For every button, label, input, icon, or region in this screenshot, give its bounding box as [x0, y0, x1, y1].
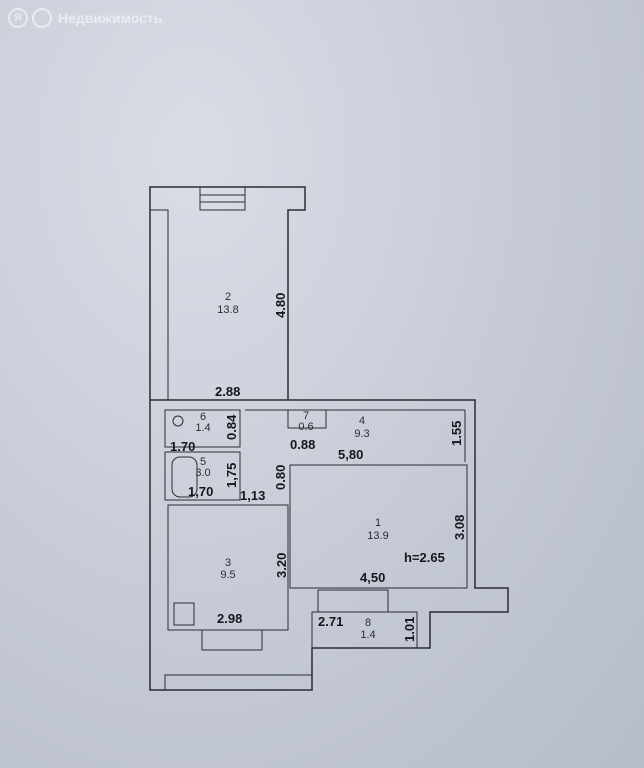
plan-label: 1 — [375, 517, 381, 529]
plan-line — [164, 674, 312, 690]
plan-label: 1,70 — [188, 484, 213, 499]
plan-label: 2.98 — [217, 611, 242, 626]
plan-label: 3.20 — [274, 553, 289, 578]
logo-circle-icon — [32, 8, 52, 28]
plan-label: 0.80 — [273, 465, 288, 490]
plan-label: 0.88 — [290, 437, 315, 452]
plan-label: 0.84 — [224, 414, 239, 440]
plan-line — [199, 186, 246, 211]
plan-label: 2 — [225, 291, 231, 303]
plan-line — [172, 415, 184, 427]
plan-label: 5 — [200, 456, 206, 468]
plan-line — [149, 399, 509, 691]
plan-label: 6 — [200, 411, 206, 423]
plan-line — [150, 209, 169, 400]
plan-line — [171, 456, 198, 498]
room-8: 81.4 — [360, 617, 375, 641]
walls — [149, 186, 509, 691]
plan-label: 9.5 — [220, 569, 235, 581]
plan-label: 7 — [303, 410, 309, 422]
watermark: Я Недвижимость — [8, 8, 162, 28]
plan-label: 13.8 — [217, 304, 238, 316]
plan-label: 1.4 — [195, 422, 210, 434]
plan-label: 5,80 — [338, 447, 363, 462]
plan-label: 9.3 — [354, 428, 369, 440]
plan-label: 3.08 — [452, 515, 467, 540]
plan-label: 4,50 — [360, 570, 385, 585]
plan-line — [201, 629, 263, 651]
room-4: 49.3 — [354, 415, 369, 440]
plan-line — [317, 589, 389, 613]
room-3: 39.5 — [220, 557, 235, 581]
plan-label: 1.70 — [170, 439, 195, 454]
dimensions: 4.80 2.88 0.84 1.70 0.88 5,80 1.55 1,75 … — [170, 293, 467, 642]
room-1: 113.9 — [367, 517, 388, 542]
plan-label: 4.80 — [273, 293, 288, 318]
plan-label: 1,75 — [224, 463, 239, 488]
plan-line — [289, 464, 468, 589]
room-2: 213.8 — [217, 291, 238, 316]
room-5: 53.0 — [195, 456, 210, 479]
plan-line — [164, 409, 241, 448]
plan-line — [164, 451, 241, 501]
plan-line — [149, 186, 306, 400]
plan-label: 1.01 — [402, 617, 417, 642]
plan-label: 0.6 — [298, 421, 313, 433]
plan-label: 1.55 — [449, 421, 464, 446]
plan-label: 3 — [225, 557, 231, 569]
plan-line — [311, 611, 418, 649]
plan-label: 1,13 — [240, 488, 265, 503]
plan-label: 1.4 — [360, 629, 375, 641]
room-7: 70.6 — [298, 410, 313, 433]
watermark-text: Недвижимость — [58, 10, 163, 26]
plan-label: 3.0 — [195, 467, 210, 479]
plan-label: 13.9 — [367, 530, 388, 542]
plan-label: 2.71 — [318, 614, 343, 629]
plan-line — [173, 602, 195, 626]
plan-label: 2.88 — [215, 384, 240, 399]
plan-label: 8 — [365, 617, 371, 629]
ceiling-height: h=2.65 — [404, 550, 445, 565]
plan-line — [287, 409, 327, 429]
room-6: 61.4 — [195, 411, 210, 434]
plan-label: 4 — [359, 415, 365, 427]
logo-icon: Я — [8, 8, 28, 28]
